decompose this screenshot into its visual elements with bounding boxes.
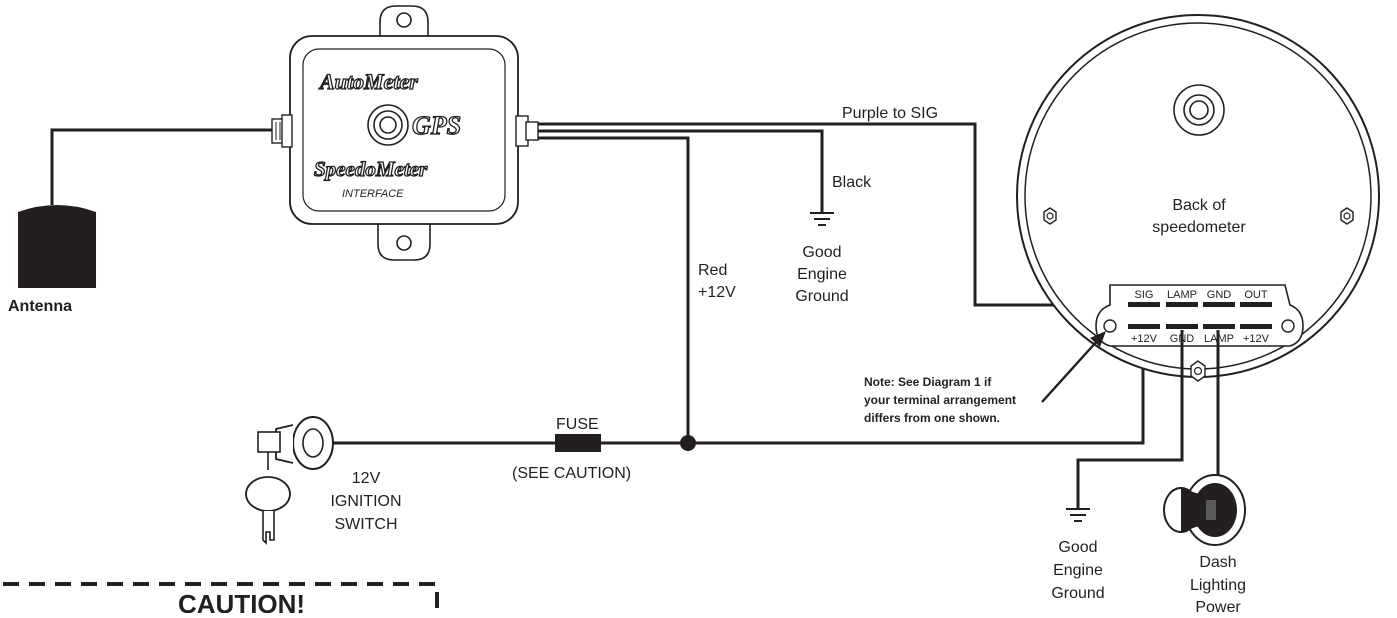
note-line-3: differs from one shown. [864, 411, 1000, 425]
terminal-gnd-top: GND [1207, 289, 1232, 301]
fuse-label: FUSE [556, 416, 599, 433]
brand-interface: INTERFACE [342, 188, 404, 200]
caution-box: CAUTION! [3, 582, 439, 618]
gps-interface-module: AutoMeter GPS SpeedoMeter INTERFACE [271, 5, 539, 261]
dash-label-2: Lighting [1190, 577, 1246, 594]
note-line-1: Note: See Diagram 1 if [864, 375, 992, 389]
antenna-label: Antenna [8, 298, 72, 315]
antenna-connector-icon [271, 114, 293, 148]
dash-label-1: Dash [1199, 554, 1236, 571]
gps-emblem-icon [367, 104, 409, 146]
ignition-label-1: 12V [352, 470, 381, 487]
ignition-switch-icon [245, 416, 334, 545]
output-connector-icon [515, 115, 539, 147]
junction-dot [680, 435, 696, 451]
bottom-nut-icon [1190, 360, 1206, 382]
brand-speedometer: SpeedoMeter [314, 157, 428, 181]
ground-top-label-2: Engine [797, 266, 847, 283]
brand-autometer: AutoMeter [318, 69, 418, 94]
brand-gps: GPS [412, 111, 461, 140]
fuse-icon [555, 434, 601, 452]
red-wire-label-1: Red [698, 262, 727, 279]
see-caution-label: (SEE CAUTION) [512, 465, 631, 482]
ground-bottom-label-2: Engine [1053, 562, 1103, 579]
ignition-label-3: SWITCH [334, 516, 397, 533]
left-nut-icon [1043, 207, 1057, 225]
dash-label-3: Power [1195, 599, 1241, 613]
dash-lighting-switch-icon [1163, 474, 1246, 546]
center-post-icon [1173, 84, 1225, 136]
terminal-lamp-top: LAMP [1167, 289, 1197, 301]
speedometer-back: Back of speedometer SIG LAMP GND OUT +12… [1016, 14, 1380, 382]
speedometer-title-2: speedometer [1152, 219, 1246, 236]
ground-icon [810, 212, 834, 226]
ground-top-label-3: Ground [795, 288, 848, 305]
note-line-2: your terminal arrangement [864, 393, 1016, 407]
black-wire-label: Black [832, 174, 872, 191]
terminal-12v-right: +12V [1243, 333, 1270, 345]
terminal-block: SIG LAMP GND OUT +12V GND LAMP +12V [1095, 284, 1304, 347]
speedometer-title-1: Back of [1172, 197, 1226, 214]
ground-bottom-label-3: Ground [1051, 585, 1104, 602]
module-wires [330, 122, 1145, 445]
ground-top-label-1: Good [802, 244, 841, 261]
terminal-out: OUT [1244, 289, 1268, 301]
right-nut-icon [1340, 207, 1354, 225]
note-arrow-icon [1041, 331, 1106, 403]
lower-wires [1076, 330, 1220, 508]
antenna-icon [18, 128, 272, 288]
red-wire-label-2: +12V [698, 284, 736, 301]
purple-wire-label: Purple to SIG [842, 105, 938, 122]
ground-bottom-icon [1066, 508, 1090, 522]
terminal-sig: SIG [1135, 289, 1154, 301]
terminal-12v-left: +12V [1131, 333, 1158, 345]
ignition-label-2: IGNITION [330, 493, 401, 510]
caution-title: CAUTION! [178, 589, 305, 613]
ground-bottom-label-1: Good [1058, 539, 1097, 556]
